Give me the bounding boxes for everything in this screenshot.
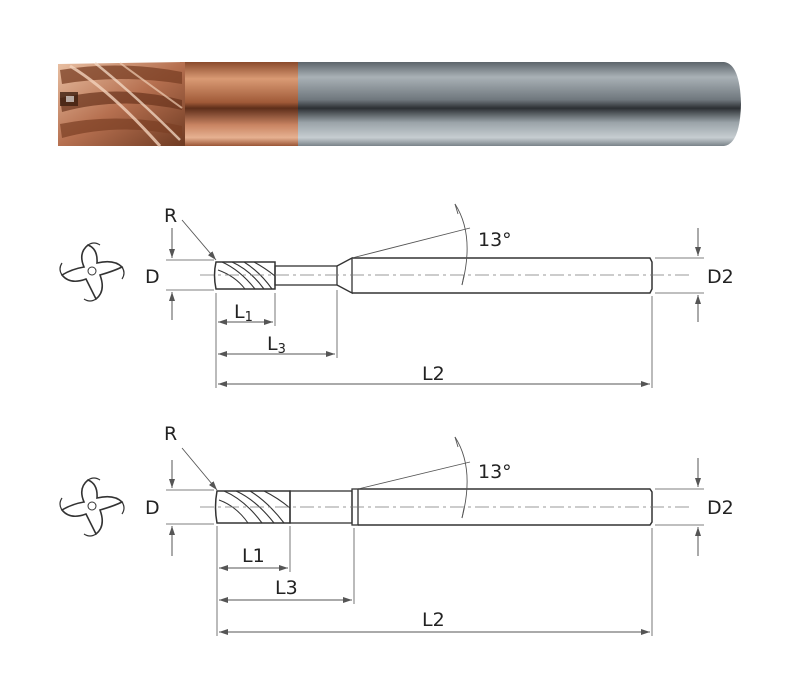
label-L1-bottom: L1 bbox=[242, 545, 265, 567]
label-R: R bbox=[164, 205, 177, 227]
photo-shank bbox=[295, 62, 741, 146]
flute-section bbox=[213, 261, 276, 290]
label-L1: L1 bbox=[234, 301, 253, 325]
label-D2: D2 bbox=[707, 266, 734, 288]
cross-section-icon-bottom bbox=[59, 477, 125, 537]
label-D: D bbox=[145, 266, 160, 288]
label-R-bottom: R bbox=[164, 423, 177, 445]
label-D-bottom: D bbox=[145, 497, 160, 519]
label-angle-bottom: 13° bbox=[478, 461, 512, 483]
diagram-bottom bbox=[59, 436, 704, 636]
photo-coated-neck bbox=[180, 62, 298, 146]
end-mill-photo bbox=[58, 62, 741, 147]
label-L2-bottom: L2 bbox=[422, 609, 445, 631]
photo-flutes bbox=[58, 62, 185, 147]
diagram-top bbox=[59, 203, 704, 388]
label-L2: L2 bbox=[422, 363, 445, 385]
label-L3-bottom: L3 bbox=[275, 577, 298, 599]
label-D2-bottom: D2 bbox=[707, 497, 734, 519]
cross-section-icon bbox=[59, 242, 125, 302]
label-angle: 13° bbox=[478, 229, 512, 251]
diagram-top-labels: R D D2 13° L1 L3 L2 bbox=[145, 205, 734, 385]
label-L3: L3 bbox=[267, 333, 286, 357]
diagram-bottom-labels: R D D2 13° L1 L3 L2 bbox=[145, 423, 734, 631]
